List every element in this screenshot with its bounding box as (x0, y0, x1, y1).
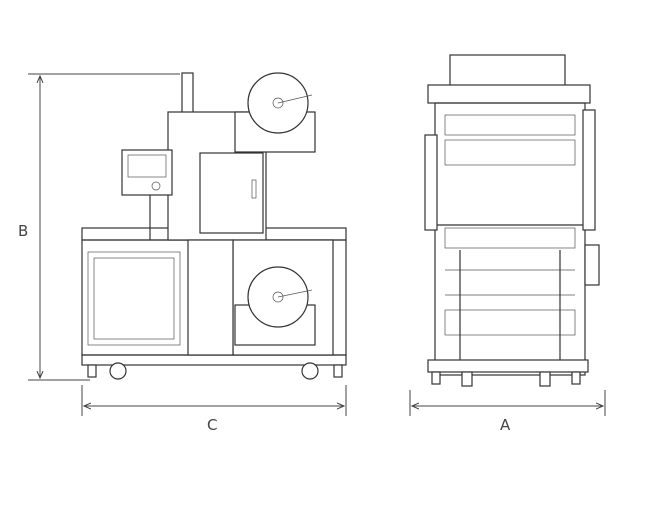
dimension-a (409, 390, 606, 416)
label-b: B (18, 222, 28, 240)
label-a: A (500, 416, 511, 434)
label-c: C (207, 416, 217, 434)
wheel (301, 362, 319, 380)
front-view (81, 72, 347, 380)
side-view (424, 54, 600, 387)
dimension-b (28, 73, 180, 381)
filter-regulator (584, 244, 600, 286)
wheel (109, 362, 127, 380)
dimension-c (81, 385, 347, 416)
